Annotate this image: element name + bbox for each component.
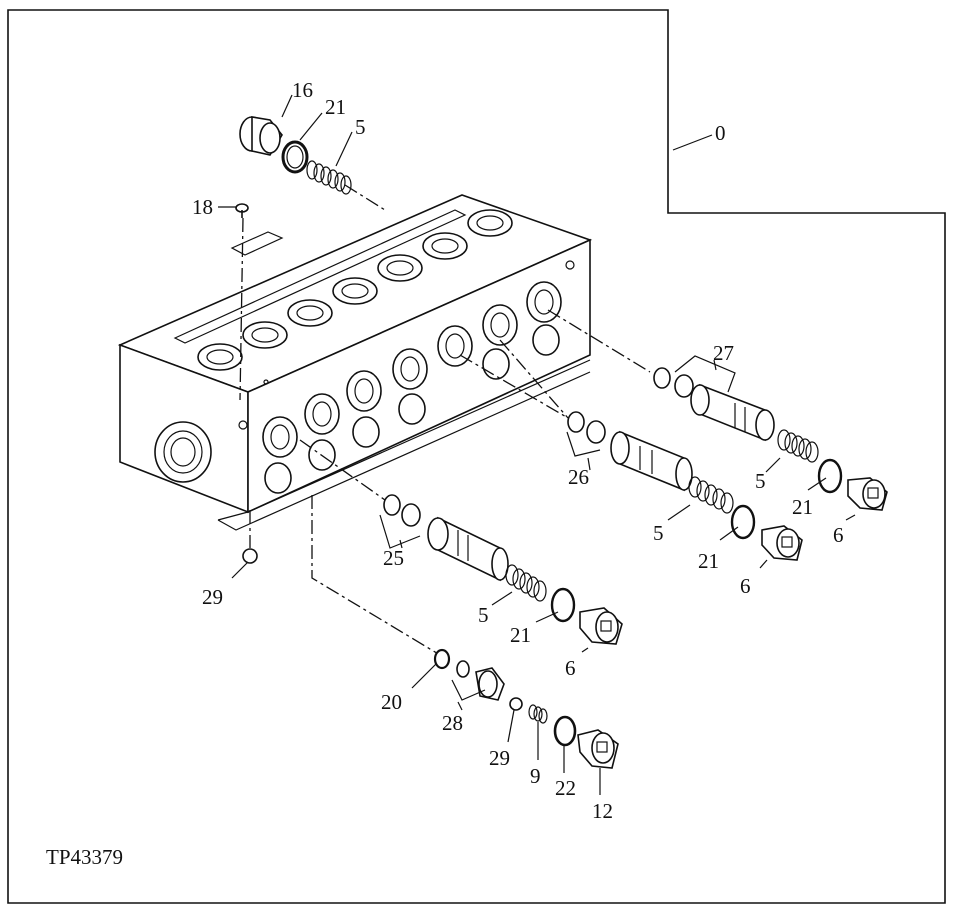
callout-29-left: 29: [202, 585, 223, 609]
callout-16: 16: [292, 78, 313, 102]
spool-bores-lower: [264, 324, 560, 494]
o-ring-part-21-left: [550, 587, 576, 623]
o-ring-part-22: [553, 715, 577, 747]
top-ports: [197, 209, 513, 371]
spring-part-5-top: [306, 160, 352, 195]
spring-part-9: [528, 704, 548, 724]
callout-5-left: 5: [478, 603, 489, 627]
drawing-code: TP43379: [46, 845, 123, 869]
spool-assembly-part-25: [379, 494, 509, 582]
explosion-lines: [239, 184, 651, 656]
callout-28: 28: [442, 711, 463, 735]
o-ring-part-21-right-middle: [730, 504, 756, 540]
spring-part-5-right-middle: [688, 476, 734, 514]
pin-part-18: [230, 203, 284, 256]
callout-5-right-middle: 5: [653, 521, 664, 545]
callout-5-top: 5: [355, 115, 366, 139]
callout-29-right: 29: [489, 746, 510, 770]
callout-25: 25: [383, 546, 404, 570]
plug-part-6-right-upper: [847, 477, 888, 511]
callout-12: 12: [592, 799, 613, 823]
leader-lines: [218, 94, 856, 795]
callout-26: 26: [568, 465, 589, 489]
callout-21-top: 21: [325, 95, 346, 119]
plug-part-16: [239, 116, 283, 156]
o-ring-part-21-right-upper: [817, 458, 843, 494]
ball-part-29-left: [242, 548, 258, 564]
spool-assembly-part-26: [566, 411, 693, 492]
spring-part-5-left: [505, 564, 547, 602]
spool-assembly-part-27: [653, 355, 775, 442]
callout-21-right-middle: 21: [698, 549, 719, 573]
callout-18: 18: [192, 195, 213, 219]
spring-part-5-right-upper: [777, 429, 819, 463]
callout-22: 22: [555, 776, 576, 800]
callout-5-right-upper: 5: [755, 469, 766, 493]
plug-part-6-right-middle: [761, 525, 803, 561]
callout-21-right-upper: 21: [792, 495, 813, 519]
callout-9: 9: [530, 764, 541, 788]
o-ring-part-20: [433, 648, 451, 670]
callout-6-right-upper: 6: [833, 523, 844, 547]
assembly-boundary-outline: [7, 9, 946, 904]
callout-6-left: 6: [565, 656, 576, 680]
callout-20: 20: [381, 690, 402, 714]
relief-assembly-part-28: [451, 660, 505, 701]
ball-part-29-right: [509, 697, 523, 711]
callout-6-right-middle: 6: [740, 574, 751, 598]
plug-part-6-left: [579, 607, 623, 645]
plug-part-12: [577, 729, 619, 769]
callout-0: 0: [715, 121, 726, 145]
callout-21-left: 21: [510, 623, 531, 647]
callout-labels: 0 16 21 5 18 27 26 5 21 6 5 21 6 25 29 5…: [192, 78, 844, 823]
callout-27: 27: [713, 341, 734, 365]
